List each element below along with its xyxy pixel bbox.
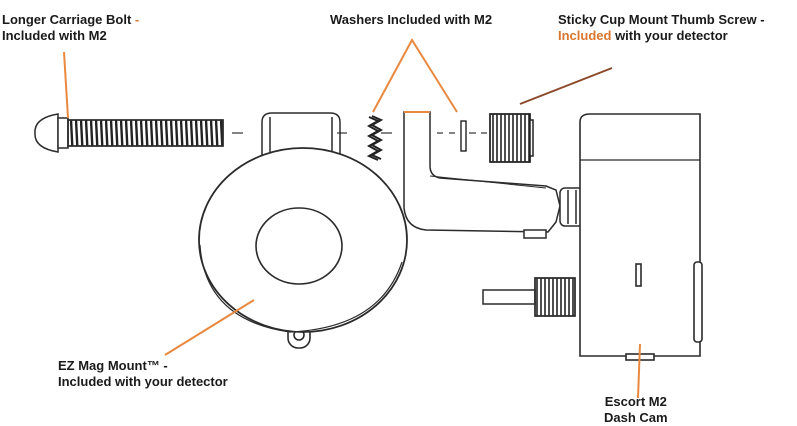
leader-lines xyxy=(63,38,641,399)
leader-dash-cam xyxy=(637,343,641,399)
label-mag-mount-line1: EZ Mag Mount™ - xyxy=(58,358,168,373)
thumb-screw xyxy=(489,113,534,163)
label-thumb-screw-highlight: Included xyxy=(558,28,612,43)
leader-washers xyxy=(372,38,458,113)
flat-washer xyxy=(460,120,467,152)
label-thumb-screw-line1: Sticky Cup Mount Thumb Screw - xyxy=(558,12,765,27)
label-carriage-bolt-dash: - xyxy=(131,12,140,27)
label-dash-cam-line2: Dash Cam xyxy=(604,410,668,425)
leader-thumb-screw xyxy=(519,67,613,105)
mount-arm xyxy=(403,111,561,239)
label-carriage-bolt-line2: Included with M2 xyxy=(2,28,107,43)
leader-bolt xyxy=(63,51,69,119)
spring-washer xyxy=(366,115,384,161)
label-thumb-screw: Sticky Cup Mount Thumb Screw - Included … xyxy=(558,12,765,44)
label-mag-mount: EZ Mag Mount™ - Included with your detec… xyxy=(58,358,228,390)
label-dash-cam: Escort M2 Dash Cam xyxy=(604,394,668,426)
label-dash-cam-line1: Escort M2 xyxy=(604,394,667,409)
escort-m2-dash-cam xyxy=(579,113,703,361)
ez-mag-mount xyxy=(198,147,408,349)
label-carriage-bolt: Longer Carriage Bolt - Included with M2 xyxy=(2,12,139,44)
power-cable xyxy=(482,277,576,317)
label-washers: Washers Included with M2 xyxy=(330,12,492,28)
leader-mag-mount xyxy=(164,299,255,356)
label-mag-mount-line2: Included with your detector xyxy=(58,374,228,389)
label-carriage-bolt-line1: Longer Carriage Bolt xyxy=(2,12,132,27)
mount-connector xyxy=(559,187,585,227)
carriage-bolt xyxy=(34,113,224,153)
label-thumb-screw-line2: with your detector xyxy=(611,28,728,43)
label-washers-text: Washers Included with M2 xyxy=(330,12,493,27)
